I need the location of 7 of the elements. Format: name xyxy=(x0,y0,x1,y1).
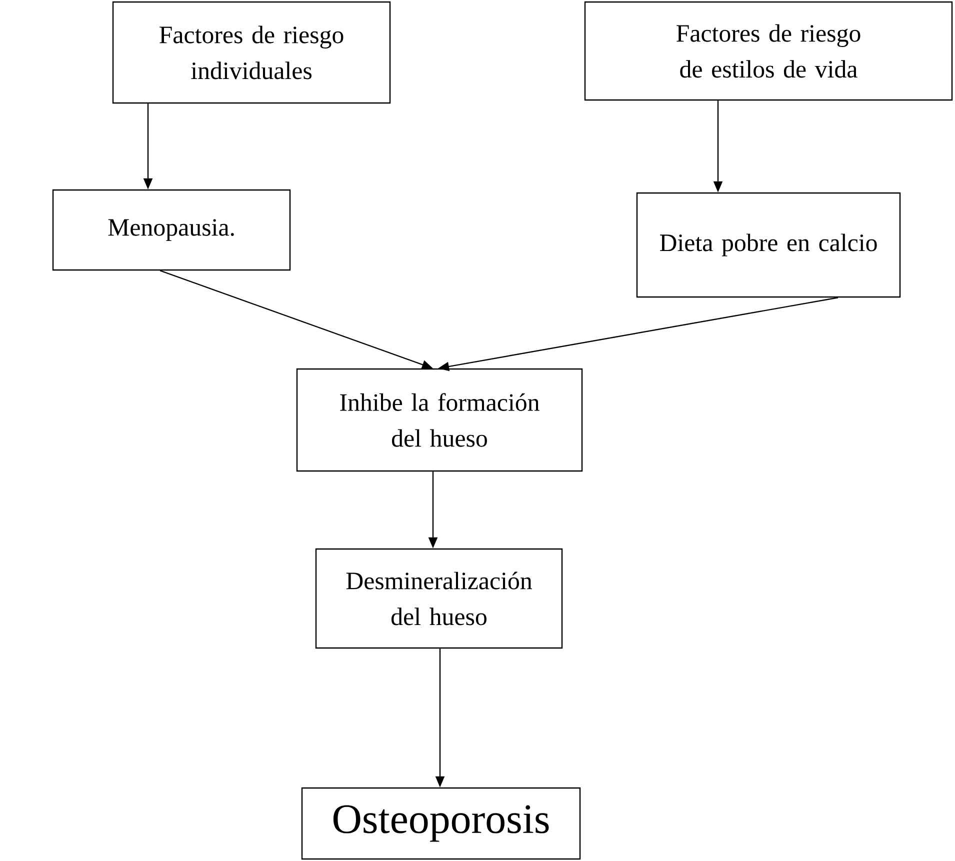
process-box: Factores de riesgo de estilos de vida xyxy=(584,1,953,101)
process-box: Menopausia. xyxy=(52,189,291,271)
process-box: Desmineralización del hueso xyxy=(315,548,563,649)
process-box: Factores de riesgo individuales xyxy=(112,1,391,104)
process-box: Inhibe la formación del hueso xyxy=(296,368,583,472)
process-box: Dieta pobre en calcio xyxy=(636,192,901,298)
process-box: Osteoporosis xyxy=(301,787,581,860)
